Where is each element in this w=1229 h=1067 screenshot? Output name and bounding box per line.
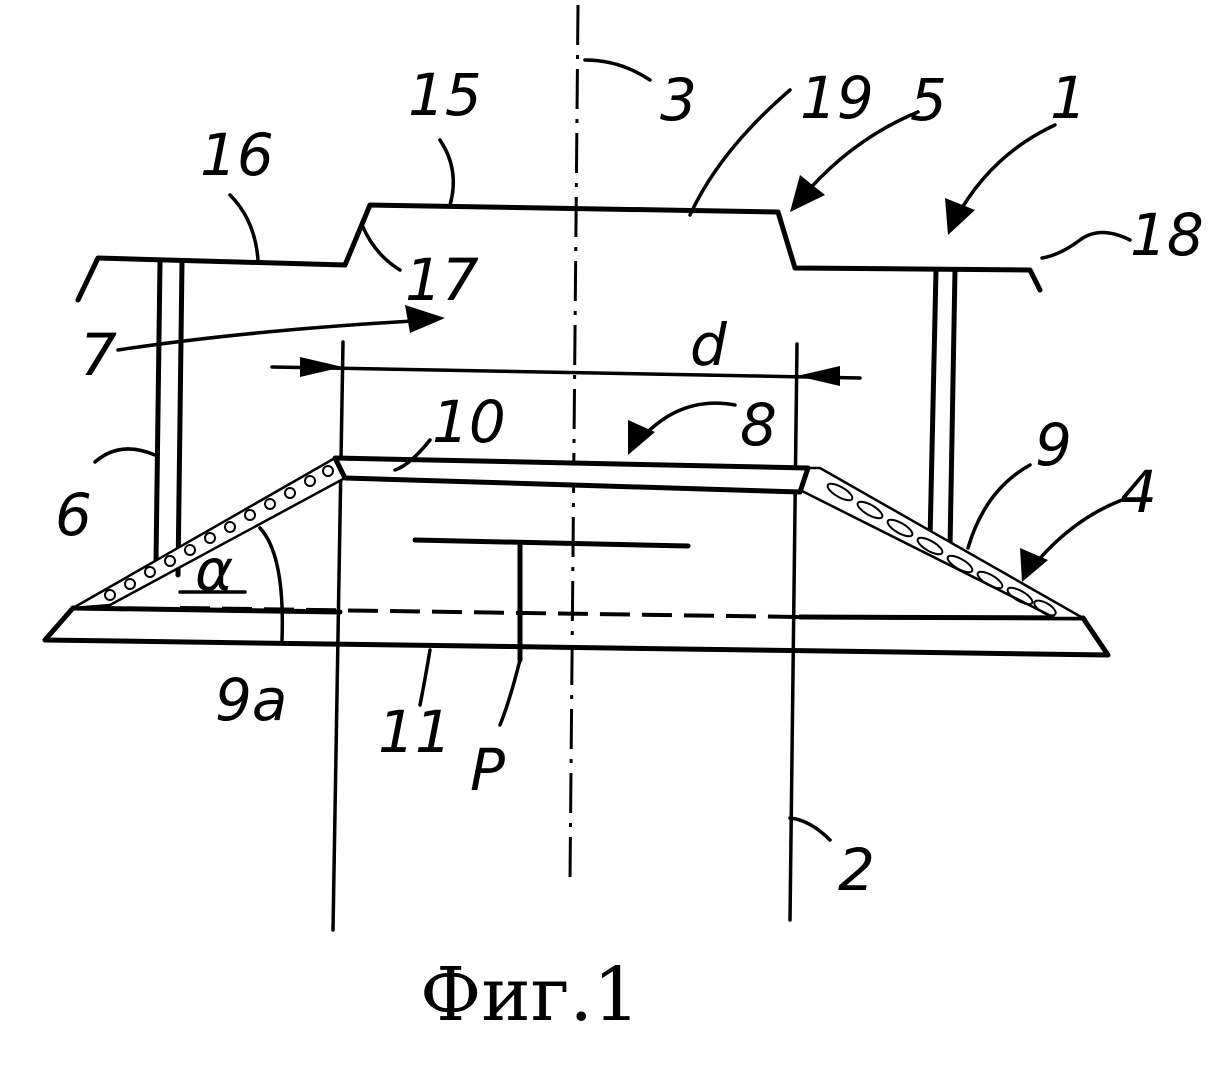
leader-17	[362, 225, 400, 270]
label-1: 1	[1050, 64, 1087, 132]
label-8: 8	[740, 391, 777, 459]
arrow-8-leader	[640, 403, 735, 440]
leader-16	[230, 195, 258, 260]
label-7: 7	[80, 321, 117, 389]
arrow-1-leader	[955, 125, 1055, 220]
label-alpha: α	[195, 536, 233, 604]
label-4: 4	[1120, 458, 1157, 526]
label-16: 16	[200, 121, 274, 189]
leader-9	[968, 465, 1030, 548]
leader-15	[440, 140, 453, 205]
label-9a: 9a	[215, 666, 287, 734]
label-3: 3	[660, 66, 697, 134]
label-10: 10	[432, 388, 506, 456]
label-2: 2	[838, 836, 875, 904]
label-19: 19	[800, 64, 874, 132]
leader-11	[420, 650, 430, 705]
left-post	[156, 262, 182, 575]
arrow-1-head	[945, 198, 975, 235]
leader-19	[690, 90, 790, 215]
label-11: 11	[378, 698, 452, 766]
leader-3	[585, 60, 650, 80]
label-5: 5	[910, 66, 947, 134]
leader-P	[500, 660, 520, 725]
label-P: P	[470, 736, 505, 804]
label-d: d	[690, 311, 728, 379]
right-slanted-wall	[800, 468, 1083, 618]
arrow-8-head	[628, 420, 655, 455]
leader-9a	[260, 528, 282, 640]
center-axis	[570, 5, 578, 880]
right-vertical-line	[790, 344, 797, 920]
base-top-edge-right	[800, 617, 1083, 618]
p-plate	[415, 540, 688, 546]
label-6: 6	[55, 481, 92, 549]
arrow-7	[118, 320, 430, 350]
right-post	[930, 270, 955, 548]
label-17: 17	[405, 246, 479, 314]
leader-18	[1042, 233, 1130, 259]
leader-2	[790, 818, 830, 840]
leader-6	[95, 449, 155, 462]
left-vertical-line	[333, 342, 343, 930]
label-18: 18	[1130, 201, 1204, 269]
label-9: 9	[1035, 411, 1072, 479]
top-plate-outline	[78, 205, 1040, 300]
label-15: 15	[408, 61, 482, 129]
figure-caption: Фиг.1	[420, 952, 640, 1038]
dimension-d	[272, 357, 860, 386]
